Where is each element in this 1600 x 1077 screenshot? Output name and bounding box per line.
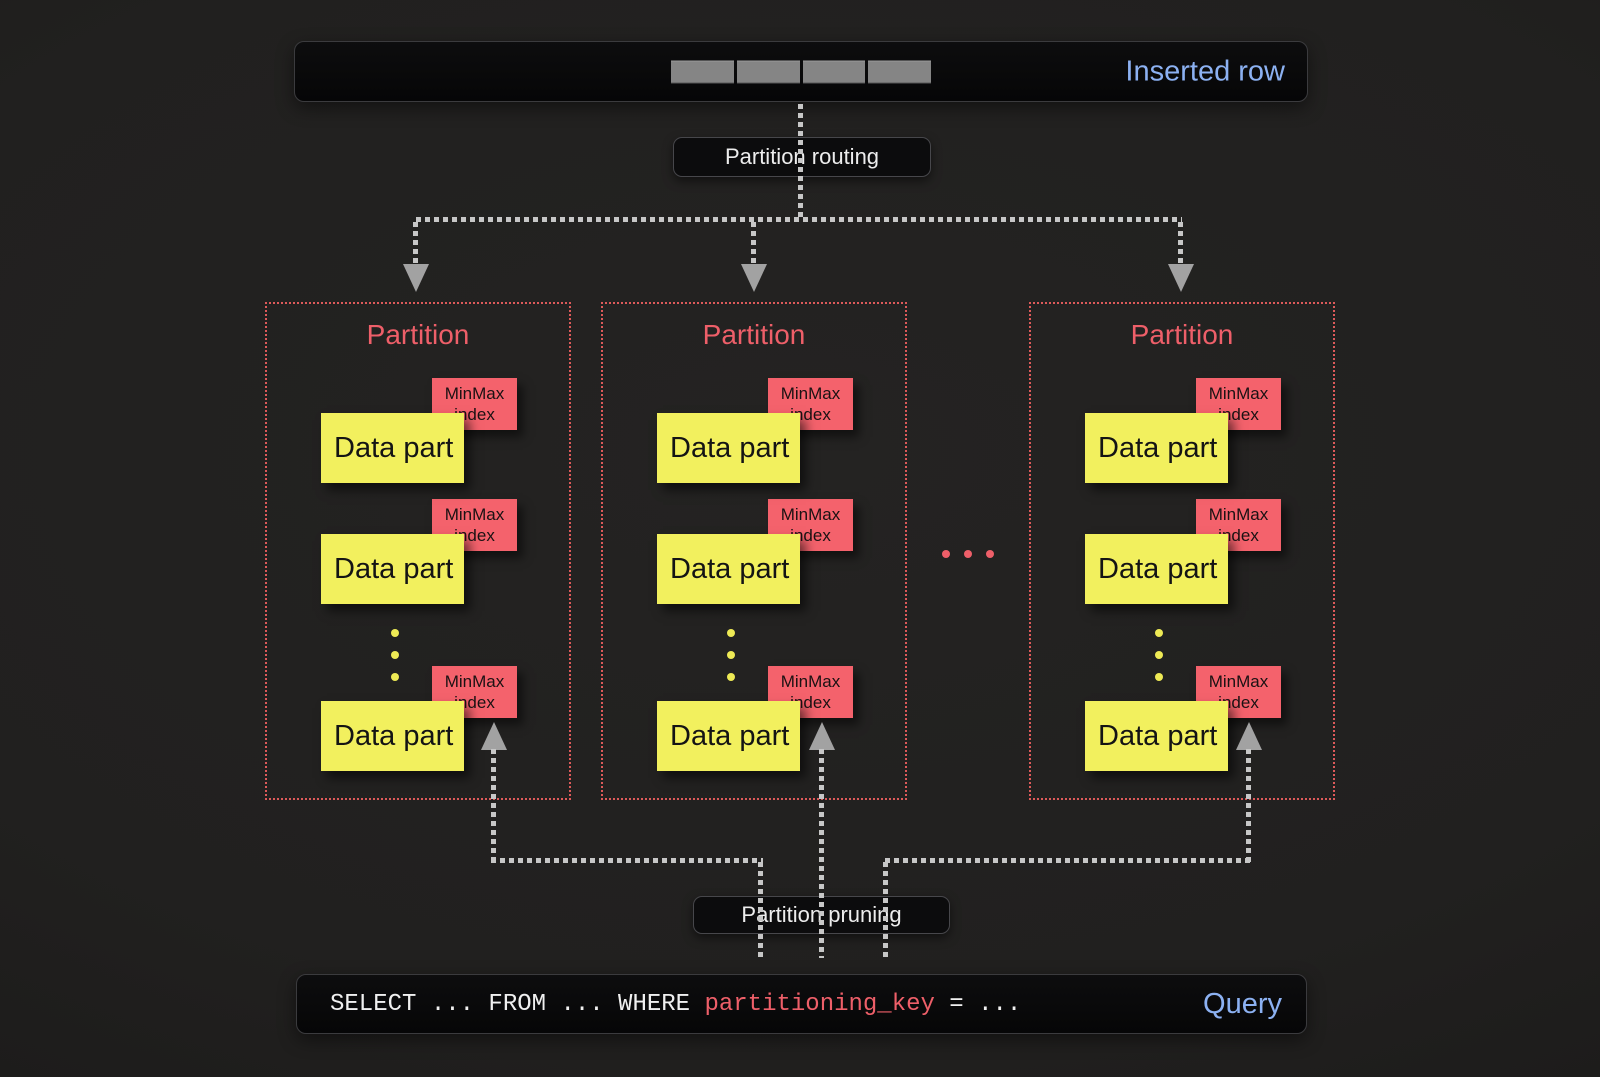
pruning-line	[1246, 749, 1251, 863]
minmax-line2: index	[454, 526, 495, 545]
routing-branch-line	[416, 217, 1182, 222]
query-box: SELECT ... FROM ... WHERE partitioning_k…	[296, 974, 1307, 1034]
arrow-up-icon	[1236, 722, 1262, 750]
minmax-line1: MinMax	[1208, 384, 1269, 403]
partition-box: Partition MinMax index Data part MinMax …	[265, 302, 571, 800]
row-cell	[736, 60, 800, 83]
pruning-line	[885, 858, 1251, 863]
more-parts-dot	[727, 651, 735, 659]
partition-title: Partition	[702, 319, 806, 350]
query-code-after: = ...	[934, 990, 1022, 1018]
pruning-line	[819, 749, 824, 958]
routing-drop-line	[751, 222, 756, 264]
minmax-index-tag: MinMax index	[1196, 666, 1281, 718]
arrow-up-icon	[809, 722, 835, 750]
more-parts-dot	[1155, 651, 1163, 659]
partition-title: Partition	[366, 319, 470, 350]
minmax-line2: index	[790, 693, 831, 712]
minmax-line2: index	[1218, 526, 1259, 545]
minmax-index-tag: MinMax index	[1196, 378, 1281, 430]
row-cell	[868, 60, 931, 83]
minmax-line1: MinMax	[444, 384, 505, 403]
minmax-line2: index	[454, 405, 495, 424]
more-parts-dot	[1155, 629, 1163, 637]
minmax-line1: MinMax	[1208, 505, 1269, 524]
data-part-box: Data part	[1085, 701, 1228, 771]
more-parts-dot	[391, 651, 399, 659]
more-partitions-ellipsis-dot	[942, 550, 950, 558]
minmax-line1: MinMax	[1208, 672, 1269, 691]
minmax-index-tag: MinMax index	[432, 378, 517, 430]
data-part-box: Data part	[321, 534, 464, 604]
data-part-box: Data part	[1085, 413, 1228, 483]
minmax-line2: index	[1218, 405, 1259, 424]
minmax-line2: index	[1218, 693, 1259, 712]
minmax-line1: MinMax	[444, 672, 505, 691]
pruning-line	[758, 862, 763, 958]
query-code-before: SELECT ... FROM ... WHERE	[330, 990, 705, 1018]
pruning-line	[491, 749, 496, 863]
row-cell	[802, 60, 866, 83]
data-part-box: Data part	[1085, 534, 1228, 604]
arrow-up-icon	[481, 722, 507, 750]
minmax-index-tag: MinMax index	[432, 666, 517, 718]
pruning-line	[883, 862, 888, 958]
arrow-down-icon	[1168, 264, 1194, 292]
query-code: SELECT ... FROM ... WHERE partitioning_k…	[330, 991, 1021, 1018]
pruning-line	[491, 858, 763, 863]
data-part-box: Data part	[321, 701, 464, 771]
minmax-line2: index	[454, 693, 495, 712]
inserted-row-box: Inserted row	[294, 41, 1308, 102]
query-partitioning-key: partitioning_key	[704, 990, 935, 1018]
routing-drop-line	[413, 222, 418, 264]
data-part-box: Data part	[657, 701, 800, 771]
minmax-line2: index	[790, 526, 831, 545]
inserted-row-label: Inserted row	[1125, 55, 1285, 87]
partition-box: Partition MinMax index Data part MinMax …	[1029, 302, 1335, 800]
query-label: Query	[1203, 987, 1282, 1020]
more-parts-dot	[1155, 673, 1163, 681]
routing-feed-line	[798, 104, 803, 218]
inserted-row-cells	[671, 60, 931, 83]
more-parts-dot	[727, 673, 735, 681]
minmax-line1: MinMax	[780, 384, 841, 403]
data-part-box: Data part	[321, 413, 464, 483]
more-parts-dot	[391, 629, 399, 637]
arrow-down-icon	[741, 264, 767, 292]
data-part-box: Data part	[657, 413, 800, 483]
more-parts-dot	[727, 629, 735, 637]
partition-box: Partition MinMax index Data part MinMax …	[601, 302, 907, 800]
arrow-down-icon	[403, 264, 429, 292]
minmax-line1: MinMax	[444, 505, 505, 524]
minmax-line1: MinMax	[780, 505, 841, 524]
routing-drop-line	[1178, 222, 1183, 264]
minmax-line1: MinMax	[780, 672, 841, 691]
row-cell	[671, 60, 734, 83]
data-part-box: Data part	[657, 534, 800, 604]
more-partitions-ellipsis-dot	[964, 550, 972, 558]
minmax-line2: index	[790, 405, 831, 424]
partition-title: Partition	[1130, 319, 1234, 350]
more-parts-dot	[391, 673, 399, 681]
more-partitions-ellipsis-dot	[986, 550, 994, 558]
